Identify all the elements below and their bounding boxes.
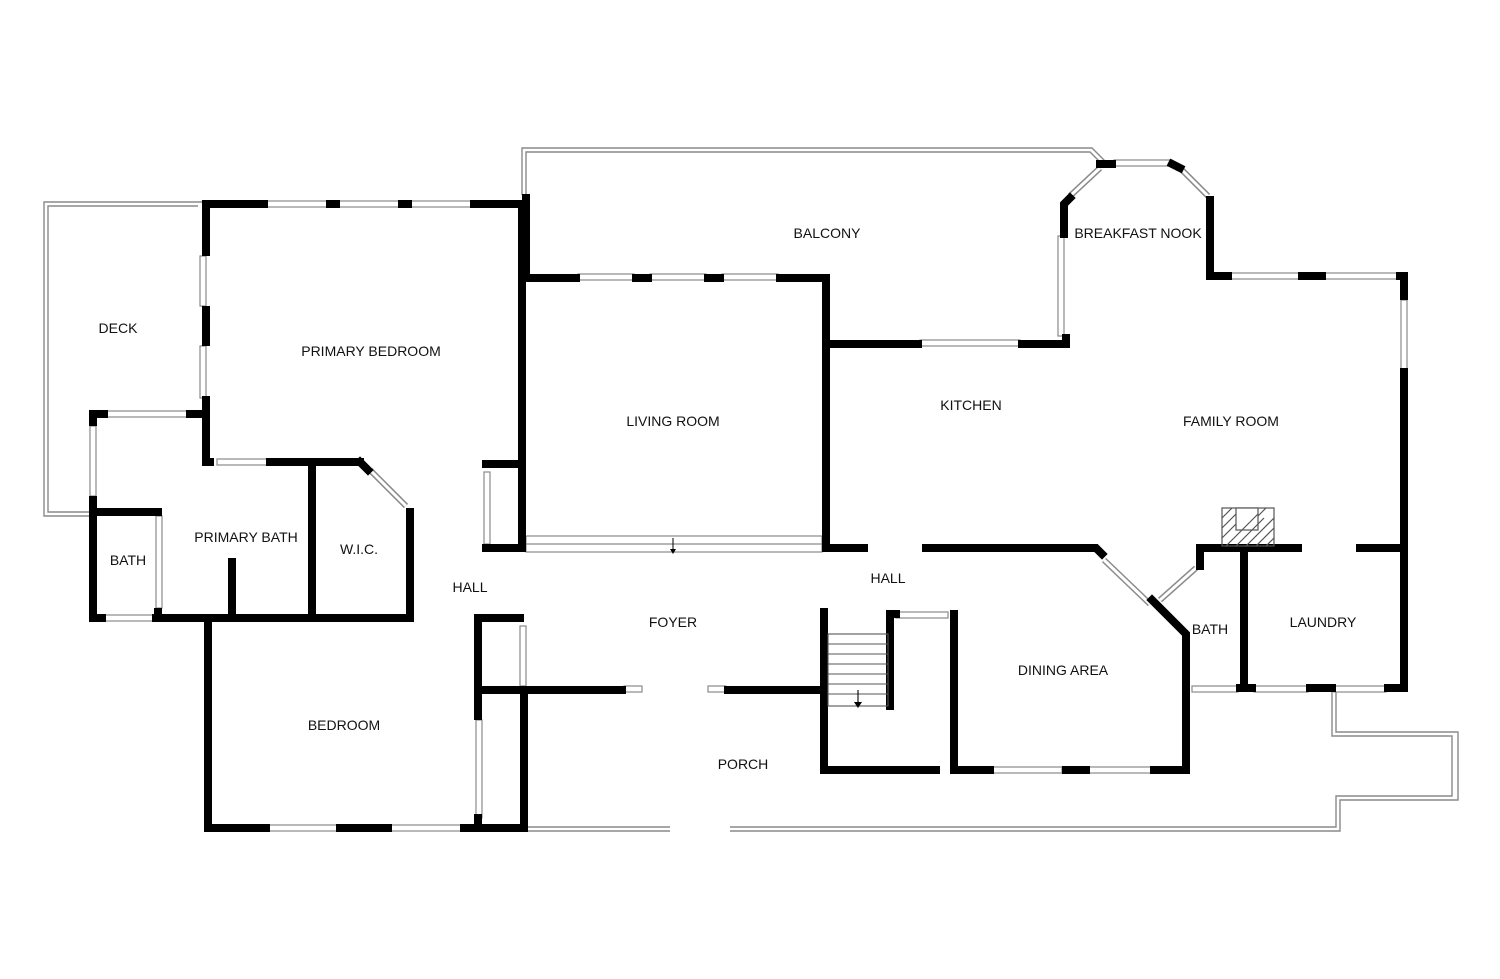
- label-hall-east: HALL: [870, 570, 905, 586]
- wall: [1018, 334, 1070, 348]
- window: [483, 471, 491, 545]
- stair-arrow-icon: [854, 702, 862, 708]
- window: [1229, 272, 1301, 280]
- label-balcony: BALCONY: [794, 225, 862, 241]
- wall: [820, 608, 940, 774]
- outdoor-outlines: [43, 147, 1459, 832]
- label-foyer: FOYER: [649, 614, 697, 630]
- bay-windows-inner: [368, 166, 1210, 606]
- wall: [1206, 196, 1232, 280]
- wall: [354, 456, 374, 476]
- window: [155, 515, 163, 609]
- staircase: [827, 633, 889, 708]
- window-glass: [368, 468, 408, 508]
- window: [919, 339, 1021, 347]
- balcony-outline: [521, 147, 1107, 195]
- label-hall-west: HALL: [452, 579, 487, 595]
- label-dining-area: DINING AREA: [1018, 662, 1109, 678]
- label-bath-west: BATH: [110, 552, 146, 568]
- wall: [89, 496, 106, 622]
- window-glass: [1068, 166, 1102, 198]
- label-laundry: LAUNDRY: [1290, 614, 1357, 630]
- room-labels: DECK PRIMARY BEDROOM BALCONY BREAKFAST N…: [99, 225, 1357, 772]
- label-wic: W.I.C.: [340, 541, 378, 557]
- window: [263, 200, 331, 208]
- wall: [922, 544, 1108, 560]
- window: [1333, 685, 1387, 693]
- wall: [1196, 544, 1302, 570]
- window: [267, 824, 339, 832]
- window: [1191, 685, 1239, 693]
- window: [1323, 272, 1399, 280]
- label-deck: DECK: [99, 320, 139, 336]
- window: [991, 766, 1063, 774]
- window: [1253, 685, 1309, 693]
- window: [199, 345, 207, 399]
- window: [1057, 235, 1065, 337]
- window: [199, 255, 207, 307]
- window: [519, 625, 527, 687]
- wall: [89, 410, 108, 426]
- label-breakfast-nook: BREAKFAST NOOK: [1074, 225, 1202, 241]
- window: [475, 719, 483, 819]
- deck-outline-inner: [47, 205, 198, 513]
- fireplace-firebox: [1235, 507, 1259, 531]
- window-glass: [1102, 558, 1152, 606]
- window: [707, 685, 727, 693]
- label-bath-east: BATH: [1192, 621, 1228, 637]
- porch-outline-east-inner: [730, 692, 1453, 828]
- label-bedroom: BEDROOM: [308, 717, 380, 733]
- balcony-outline-inner: [525, 151, 1103, 195]
- wall: [202, 200, 268, 256]
- label-living-room: LIVING ROOM: [626, 413, 719, 429]
- fireplace-hatching: [1221, 507, 1275, 547]
- window-glass: [1178, 166, 1210, 198]
- deck-outline: [43, 201, 202, 517]
- wall: [1396, 272, 1408, 300]
- window: [407, 200, 475, 208]
- wall: [1146, 594, 1190, 774]
- label-kitchen: KITCHEN: [940, 397, 1001, 413]
- porch-outline-east: [730, 692, 1459, 832]
- wall: [460, 686, 528, 832]
- window-glass: [1159, 566, 1197, 602]
- window: [1113, 159, 1173, 167]
- window: [623, 685, 643, 693]
- window: [1087, 766, 1153, 774]
- wall: [950, 610, 994, 774]
- window: [216, 458, 268, 466]
- wall: [1060, 192, 1076, 238]
- wall: [776, 274, 830, 552]
- window: [649, 273, 707, 281]
- wall: [202, 396, 214, 466]
- wall: [204, 618, 270, 832]
- window: [577, 273, 635, 281]
- window: [1400, 299, 1408, 371]
- label-primary-bath: PRIMARY BATH: [194, 529, 297, 545]
- step-marker: [670, 538, 676, 554]
- step-arrow-icon: [670, 549, 676, 554]
- wall: [1384, 368, 1408, 692]
- window: [895, 611, 949, 619]
- walls: [89, 158, 1408, 832]
- window: [389, 824, 463, 832]
- wall: [470, 200, 526, 552]
- window: [105, 410, 189, 418]
- window: [721, 273, 779, 281]
- window: [103, 614, 155, 622]
- wall: [522, 194, 580, 282]
- wall: [1166, 158, 1186, 174]
- window: [89, 425, 97, 497]
- window: [335, 200, 403, 208]
- label-porch: PORCH: [718, 756, 769, 772]
- fireplace: [1221, 507, 1275, 547]
- label-primary-bedroom: PRIMARY BEDROOM: [301, 343, 441, 359]
- label-family-room: FAMILY ROOM: [1183, 413, 1279, 429]
